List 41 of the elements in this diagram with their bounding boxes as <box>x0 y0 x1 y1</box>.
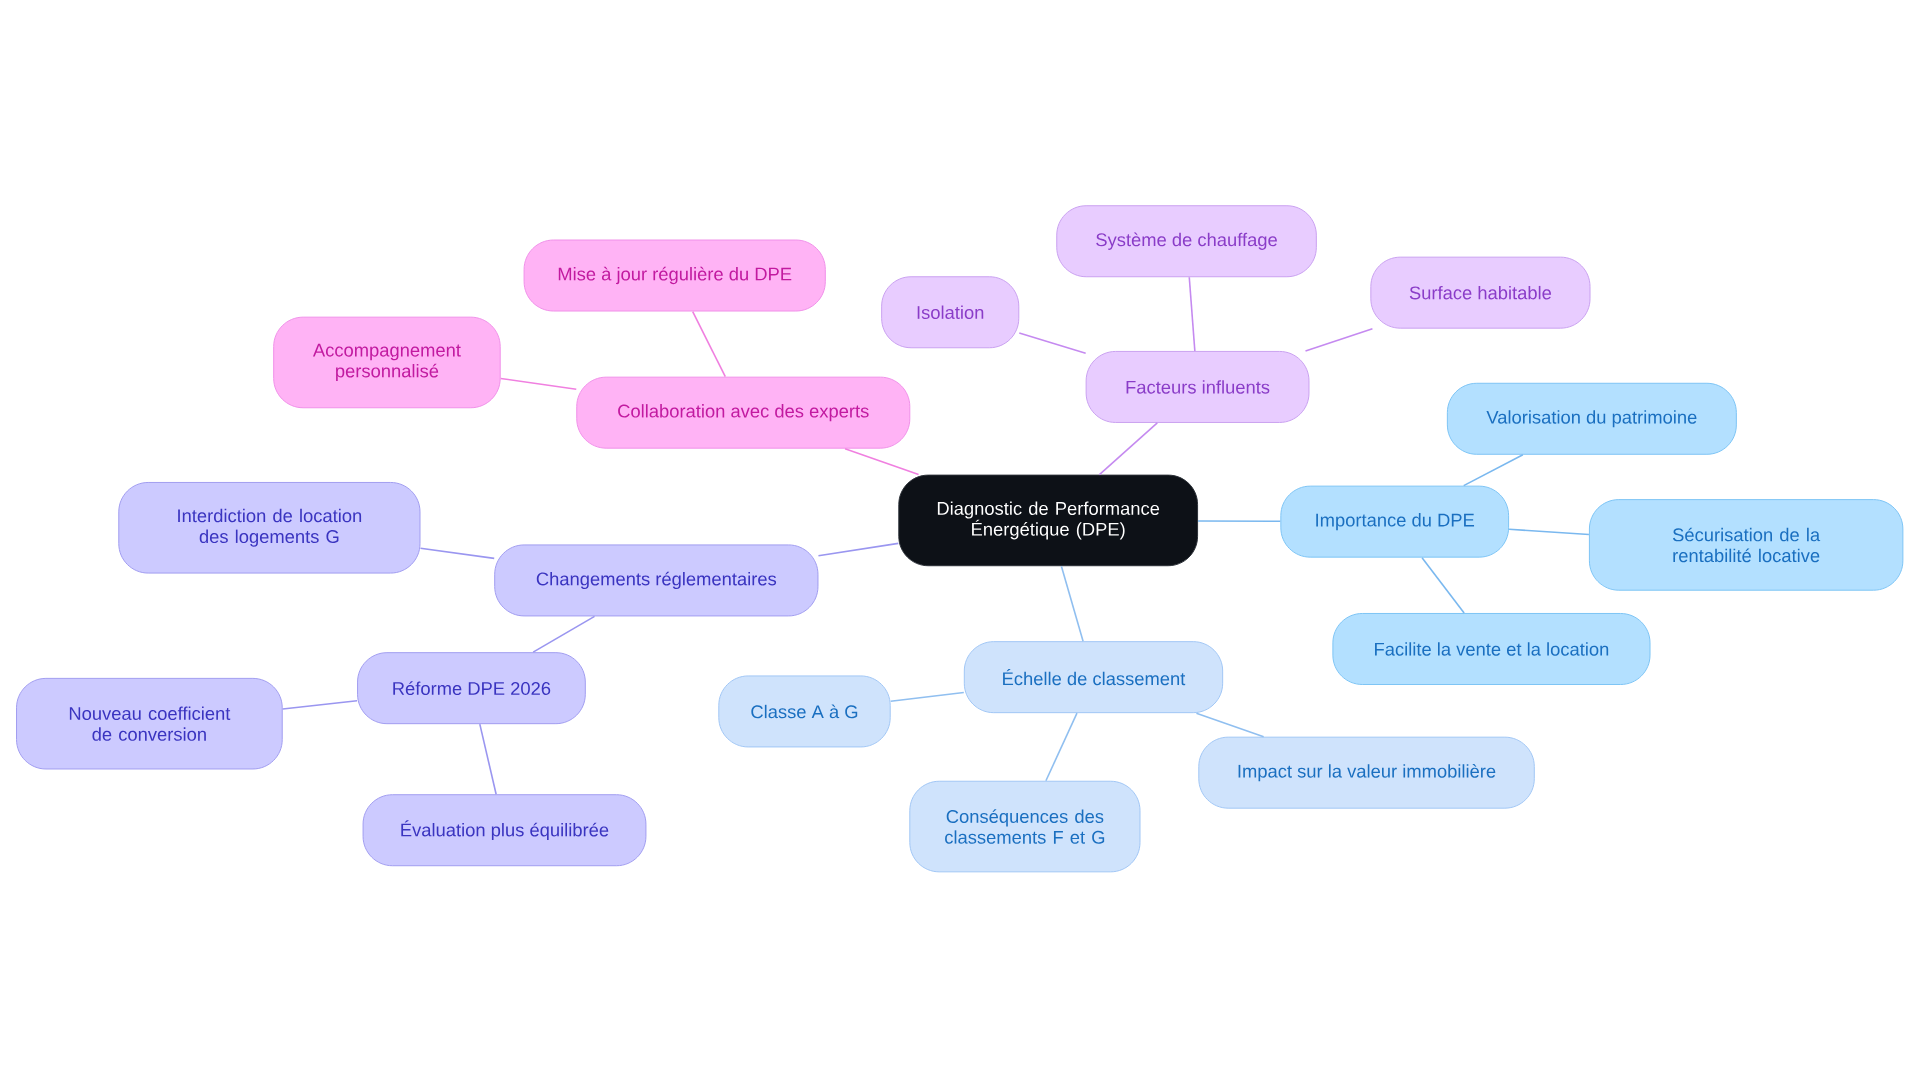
connector <box>1188 276 1196 352</box>
connector <box>419 547 495 559</box>
idea-box: Classe A à G <box>718 675 891 748</box>
connector <box>1462 453 1524 487</box>
connector <box>1421 556 1465 614</box>
idea-box: Système de chauffage <box>1056 205 1317 277</box>
connector <box>844 447 920 476</box>
connector <box>817 542 900 557</box>
idea-box: Sécurisation de la rentabilité locative <box>1588 498 1904 591</box>
topic-box: Diagnostic de Performance Énergétique (DPE) <box>898 474 1199 566</box>
idea-box: Échelle de classement <box>963 640 1224 713</box>
idea-box: Impact sur la valeur immobilière <box>1198 736 1535 809</box>
idea-box: Mise à jour régulière du DPE <box>523 239 826 312</box>
idea-box: Importance du DPE <box>1280 485 1510 558</box>
connector <box>1197 519 1282 522</box>
connector <box>1018 332 1087 354</box>
idea-box: Collaboration avec des experts <box>576 376 911 449</box>
connector <box>1195 712 1265 738</box>
idea-box: Isolation <box>881 276 1020 349</box>
connector <box>1098 421 1159 476</box>
connector <box>479 723 497 795</box>
idea-box: Réforme DPE 2026 <box>357 651 586 724</box>
connector <box>1304 327 1374 352</box>
idea-box: Facteurs influents <box>1085 350 1310 423</box>
idea-box: Changements réglementaires <box>494 544 819 617</box>
idea-box: Facilite la vente et la location <box>1332 612 1651 685</box>
idea-box: Évaluation plus équilibrée <box>362 794 647 866</box>
connector <box>889 691 965 702</box>
idea-box: Accompagnement personnalisé <box>273 316 501 409</box>
idea-box: Surface habitable <box>1370 256 1591 329</box>
connector <box>1060 565 1084 642</box>
connector <box>1508 528 1590 536</box>
connector <box>281 699 358 710</box>
connector <box>691 310 727 378</box>
idea-box: Conséquences des classements F et G <box>909 780 1141 873</box>
connector <box>1045 712 1078 782</box>
connector <box>532 615 596 653</box>
idea-box: Interdiction de location des logements G <box>118 481 421 574</box>
connector <box>499 377 578 390</box>
idea-box: Valorisation du patrimoine <box>1446 382 1737 455</box>
idea-box: Nouveau coefficient de conversion <box>16 677 283 770</box>
